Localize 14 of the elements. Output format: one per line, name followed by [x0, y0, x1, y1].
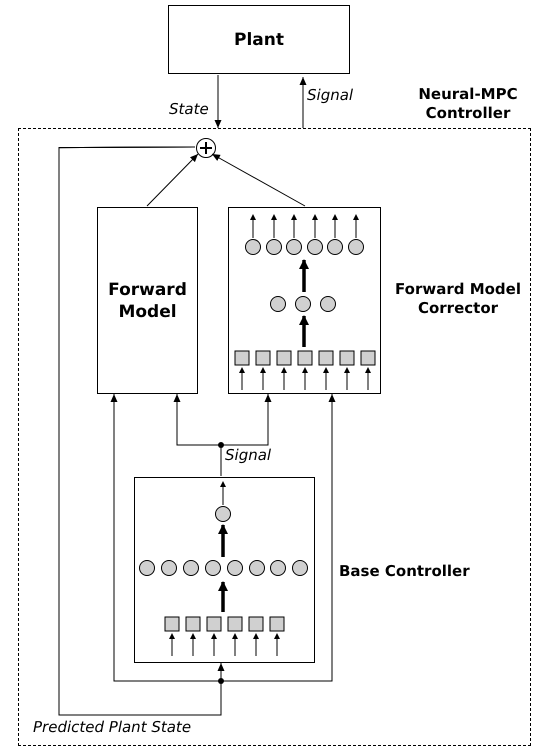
box [168, 5, 350, 74]
box [97, 207, 198, 394]
edge-label: Signal [306, 86, 354, 105]
node-label: Neural-MPC Controller [417, 85, 519, 123]
node-label: Forward Model Corrector [394, 280, 522, 318]
arrow [214, 74, 222, 128]
edge-label: Signal [224, 446, 272, 465]
arrow [212, 154, 306, 206]
arrow [300, 76, 306, 128]
node-label: Forward Model [107, 278, 188, 322]
node-label: Base Controller [339, 562, 470, 581]
summing-junction [196, 138, 216, 158]
arrow [146, 154, 198, 206]
node-label: Plant [234, 28, 284, 50]
